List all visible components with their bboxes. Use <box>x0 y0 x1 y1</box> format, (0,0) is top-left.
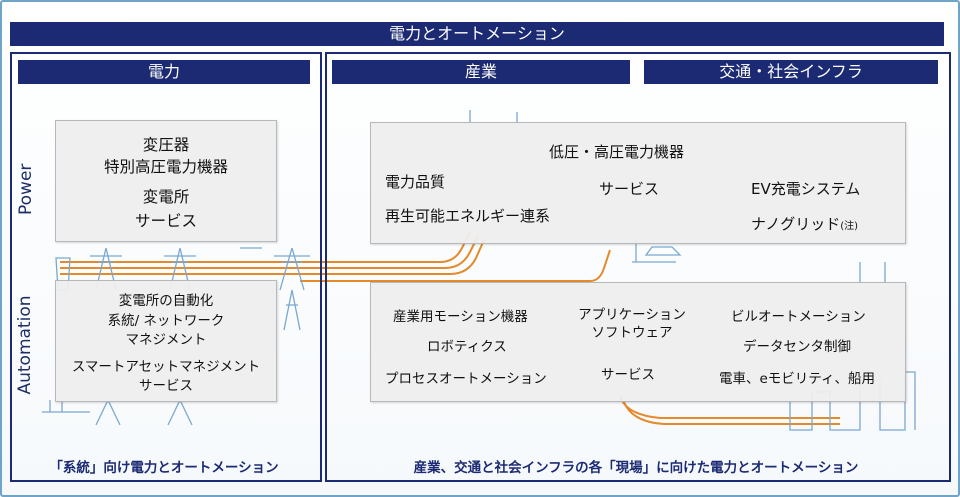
power-quality-text: 電力品質 <box>385 173 446 191</box>
automation-service-text: サービス <box>139 378 193 394</box>
infra-header-bar: 交通・社会インフラ <box>644 60 938 84</box>
field-automation-box: 産業用モーション機器 ロボティクス プロセスオートメーション アプリケーション … <box>370 282 906 402</box>
infra-header: 交通・社会インフラ <box>719 62 863 81</box>
nanogrid-text: ナノグリッド(注) <box>751 213 858 234</box>
main-title: 電力とオートメーション <box>389 24 565 43</box>
field-panel <box>325 52 951 482</box>
ev-charging-text: EV充電システム <box>751 180 861 198</box>
datacenter-control-text: データセンタ制御 <box>743 339 851 355</box>
lv-hv-equipment-text: 低圧・高圧電力機器 <box>549 143 685 161</box>
software-text: ソフトウェア <box>591 325 673 341</box>
industry-header: 産業 <box>464 62 497 81</box>
grid-automation-box: 変電所の自動化 系統/ ネットワーク マネジメント スマートアセットマネジメント… <box>55 280 277 402</box>
tower-drawings <box>42 110 916 431</box>
robotics-text: ロボティクス <box>427 339 507 355</box>
power-header-bar: 電力 <box>18 60 310 84</box>
grid-power-box: 変圧器 特別高圧電力機器 変電所 サービス <box>55 120 277 242</box>
field-power-service-text: サービス <box>599 180 660 198</box>
train-emobility-text: 電車、eモビリティ、船用 <box>719 371 875 387</box>
application-text: アプリケーション <box>578 307 686 323</box>
main-title-bar: 電力とオートメーション <box>10 22 944 46</box>
process-automation-text: プロセスオートメーション <box>385 371 547 387</box>
industry-header-bar: 産業 <box>332 60 630 84</box>
industrial-motion-text: 産業用モーション機器 <box>393 309 528 325</box>
management-text: マネジメント <box>125 332 207 348</box>
nanogrid-note: (注) <box>840 221 859 232</box>
building-automation-text: ビルオートメーション <box>731 309 866 325</box>
substation-text: 変電所 <box>142 188 190 206</box>
power-header: 電力 <box>147 62 180 81</box>
axis-label-power: Power <box>16 163 36 215</box>
transformer-text: 変圧器 <box>142 136 190 154</box>
service-text: サービス <box>134 212 197 230</box>
grid-panel <box>10 52 322 482</box>
hv-equipment-text: 特別高圧電力機器 <box>103 158 228 176</box>
field-caption: 産業、交通と社会インフラの各「現場」に向けた電力とオートメーション <box>413 460 859 476</box>
field-power-box: 低圧・高圧電力機器 電力品質 再生可能エネルギー連系 サービス EV充電システム… <box>370 122 906 244</box>
grid-caption: 「系統」向け電力とオートメーション <box>49 460 279 476</box>
nanogrid-label: ナノグリッド <box>751 215 841 233</box>
substation-automation-text: 変電所の自動化 <box>118 293 214 309</box>
field-automation-service-text: サービス <box>601 367 655 383</box>
smart-asset-text: スマートアセットマネジメント <box>71 359 261 375</box>
renewable-text: 再生可能エネルギー連系 <box>385 207 551 225</box>
grid-network-text: 系統/ ネットワーク <box>107 313 225 329</box>
axis-label-automation: Automation <box>15 295 35 395</box>
